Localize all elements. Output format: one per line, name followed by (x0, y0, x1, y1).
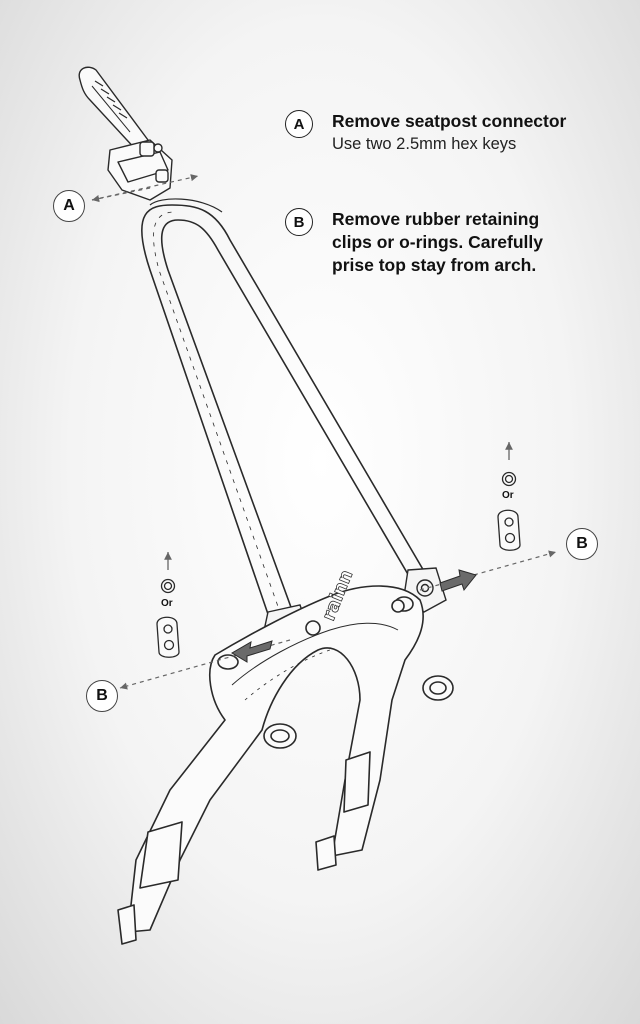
callout-b-left: B (86, 680, 118, 712)
step-a-subtitle: Use two 2.5mm hex keys (332, 135, 517, 153)
step-b-title: Remove rubber retaining clips or o-rings… (332, 209, 544, 275)
assembly-lines (91, 174, 557, 690)
or-label-left: Or (161, 598, 173, 609)
step-a-badge: A (285, 110, 313, 138)
arch (117, 585, 454, 945)
step-a-title: Remove seatpost connector (332, 111, 567, 131)
instruction-step-a: A Remove seatpost connector Use two 2.5m… (285, 110, 615, 155)
callout-b-right: B (566, 528, 598, 560)
retainer-parts-right (497, 442, 521, 551)
or-label-right: Or (502, 490, 514, 501)
step-b-badge: B (285, 208, 313, 236)
callout-a: A (53, 190, 85, 222)
instruction-step-b: B Remove rubber retaining clips or o-rin… (285, 208, 615, 277)
removal-arrows (231, 569, 477, 663)
seatpost-connector (78, 66, 173, 201)
top-stay (140, 198, 429, 621)
retainer-parts-left (156, 552, 180, 658)
